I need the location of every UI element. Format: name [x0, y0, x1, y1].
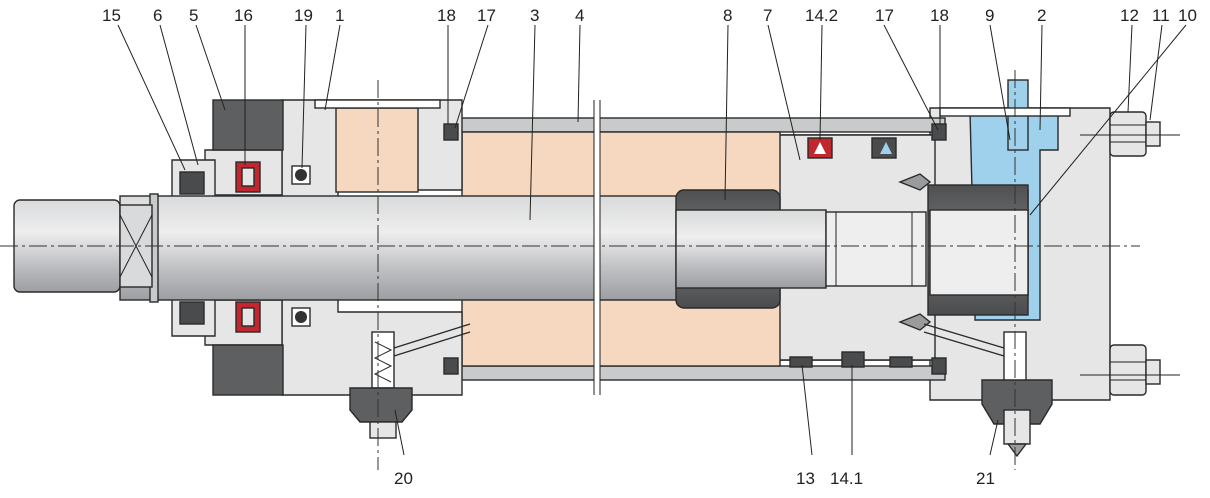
- piston-seal-14-2: [807, 137, 897, 159]
- barrel-seals-17-18: [443, 123, 947, 375]
- cushion-cone-top: [898, 173, 932, 191]
- leader-lines: [117, 24, 1187, 456]
- label-4: 4: [575, 6, 584, 25]
- tie-rod-nut-bottom: [1109, 344, 1161, 396]
- label-21: 21: [976, 469, 995, 488]
- piston-rod: [119, 193, 681, 303]
- label-11: 11: [1152, 6, 1170, 25]
- label-10: 10: [1178, 6, 1197, 25]
- label-19: 19: [294, 6, 313, 25]
- rod-seal-upper: [235, 161, 261, 193]
- bleed-valve-21: [923, 323, 1053, 458]
- label-16: 16: [234, 6, 253, 25]
- label-14-1: 14.1: [830, 469, 863, 488]
- label-2: 2: [1037, 6, 1046, 25]
- piston-guide-rings: [789, 351, 913, 368]
- label-1: 1: [335, 6, 344, 25]
- label-18-front: 18: [437, 6, 456, 25]
- label-15: 15: [102, 6, 121, 25]
- label-17-front: 17: [477, 6, 496, 25]
- o-ring-19: [291, 165, 311, 327]
- label-9: 9: [985, 6, 994, 25]
- rod-seal-lower: [235, 301, 261, 333]
- label-3: 3: [530, 6, 539, 25]
- label-12: 12: [1120, 6, 1139, 25]
- label-17-rear: 17: [875, 6, 894, 25]
- label-13: 13: [796, 469, 815, 488]
- label-20: 20: [394, 469, 413, 488]
- piston-nut: [675, 189, 927, 309]
- label-14-2: 14.2: [805, 6, 838, 25]
- label-6: 6: [153, 6, 162, 25]
- break-lines: [593, 100, 601, 395]
- cushion-cone-bottom: [898, 313, 932, 331]
- cushion-plug: [969, 79, 1059, 321]
- label-7: 7: [763, 6, 772, 25]
- label-5: 5: [189, 6, 198, 25]
- cushion-bore: [927, 184, 1029, 316]
- wiper-housing: [171, 159, 216, 337]
- tie-rod-nut-top: [1109, 111, 1161, 157]
- label-8: 8: [723, 6, 732, 25]
- label-18-rear: 18: [930, 6, 949, 25]
